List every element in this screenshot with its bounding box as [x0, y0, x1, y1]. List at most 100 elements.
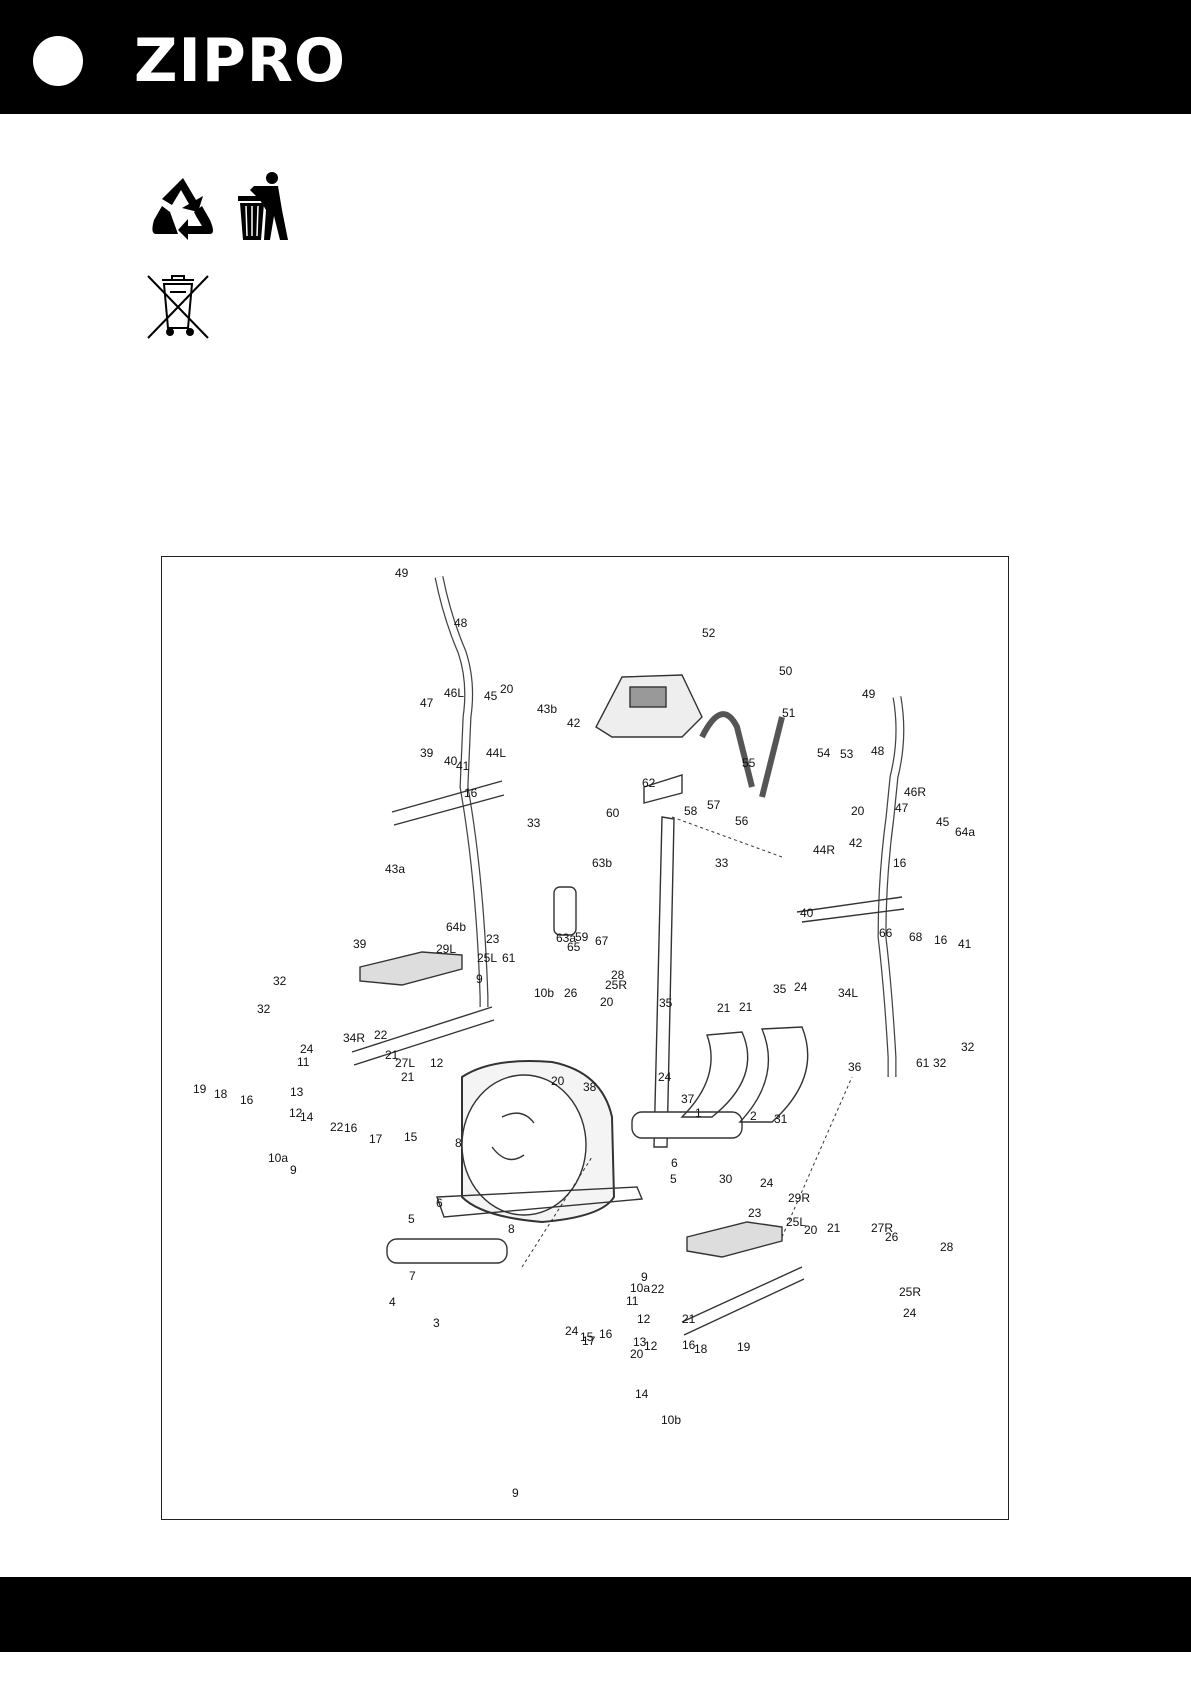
part-callout-4: 4: [389, 1295, 396, 1309]
part-callout-25R: 25R: [605, 978, 627, 992]
part-callout-68: 68: [909, 930, 923, 944]
part-callout-67: 67: [595, 934, 609, 948]
part-callout-30: 30: [719, 1172, 733, 1186]
part-callout-64a: 64a: [955, 825, 975, 839]
header-bar: ZIPRO: [0, 0, 1191, 114]
part-callout-25L: 25L: [477, 951, 497, 965]
part-callout-34L: 34L: [838, 986, 858, 1000]
part-callout-49: 49: [862, 687, 876, 701]
part-callout-47: 47: [895, 801, 909, 815]
part-callout-65: 65: [567, 940, 581, 954]
part-callout-27R: 27R: [871, 1221, 893, 1235]
part-callout-8: 8: [508, 1222, 515, 1236]
part-callout-12: 12: [289, 1106, 303, 1120]
part-callout-40: 40: [444, 754, 458, 768]
part-callout-32: 32: [933, 1056, 947, 1070]
part-callout-16: 16: [682, 1338, 696, 1352]
part-callout-49: 49: [395, 566, 409, 580]
part-callout-21: 21: [401, 1070, 415, 1084]
part-callout-10a: 10a: [268, 1151, 288, 1165]
part-callout-20: 20: [500, 682, 514, 696]
brand-logo-text: ZIPRO: [134, 26, 347, 96]
part-callout-61: 61: [502, 951, 516, 965]
part-callout-34R: 34R: [343, 1031, 365, 1045]
part-callout-28: 28: [611, 968, 625, 982]
trash-bin-person-icon: [236, 170, 290, 240]
part-callout-38: 38: [583, 1080, 597, 1094]
part-callout-9: 9: [476, 972, 483, 986]
part-callout-12: 12: [637, 1312, 651, 1326]
footer-bar: [0, 1577, 1191, 1652]
part-callout-15: 15: [404, 1130, 418, 1144]
part-callout-19: 19: [737, 1340, 751, 1354]
part-callout-45: 45: [936, 815, 950, 829]
part-callout-12: 12: [430, 1056, 444, 1070]
part-callout-53: 53: [840, 747, 854, 761]
part-callout-21: 21: [827, 1221, 841, 1235]
part-callout-56: 56: [735, 814, 749, 828]
part-callout-16: 16: [464, 786, 478, 800]
part-callout-36: 36: [848, 1060, 862, 1074]
part-callout-10a: 10a: [630, 1281, 650, 1295]
part-callout-43a: 43a: [385, 862, 405, 876]
part-callout-11: 11: [626, 1294, 639, 1308]
part-callout-23: 23: [748, 1206, 762, 1220]
part-callout-24: 24: [794, 980, 808, 994]
part-callout-20: 20: [804, 1223, 818, 1237]
part-callout-16: 16: [344, 1121, 358, 1135]
part-callout-20: 20: [851, 804, 865, 818]
part-callout-61: 61: [916, 1056, 930, 1070]
part-callout-26: 26: [564, 986, 578, 1000]
part-callout-42: 42: [567, 716, 581, 730]
part-callout-59: 59: [575, 930, 589, 944]
crossed-wheelie-bin-icon: [146, 274, 210, 340]
part-callout-40: 40: [800, 906, 814, 920]
part-callout-3: 3: [433, 1316, 440, 1330]
part-callout-21: 21: [682, 1312, 696, 1326]
part-callout-18: 18: [694, 1342, 708, 1356]
part-callout-66: 66: [879, 926, 893, 940]
part-callout-24: 24: [903, 1306, 917, 1320]
part-callout-42: 42: [849, 836, 863, 850]
part-callout-24: 24: [658, 1070, 672, 1084]
part-callout-33: 33: [715, 856, 729, 870]
part-callout-46L: 46L: [444, 686, 464, 700]
part-callout-11: 11: [297, 1055, 310, 1069]
part-callout-35: 35: [773, 982, 787, 996]
part-callout-24: 24: [760, 1176, 774, 1190]
part-callout-25L: 25L: [786, 1215, 806, 1229]
part-callout-9: 9: [290, 1163, 297, 1177]
part-callout-18: 18: [214, 1087, 228, 1101]
part-callout-16: 16: [934, 933, 948, 947]
part-callout-1: 1: [695, 1106, 702, 1120]
header-circle-logo-icon: [33, 36, 83, 86]
part-callout-13: 13: [633, 1335, 647, 1349]
part-callout-8: 8: [455, 1136, 462, 1150]
part-callout-21: 21: [385, 1048, 399, 1062]
part-callout-20: 20: [630, 1347, 644, 1361]
part-callout-23: 23: [486, 932, 500, 946]
part-callout-57: 57: [707, 798, 721, 812]
part-callout-21: 21: [717, 1001, 731, 1015]
part-callout-64b: 64b: [446, 920, 466, 934]
part-callout-54: 54: [817, 746, 831, 760]
part-callout-25R: 25R: [899, 1285, 921, 1299]
part-callout-48: 48: [871, 744, 885, 758]
part-callout-27L: 27L: [395, 1056, 415, 1070]
part-callout-32: 32: [257, 1002, 271, 1016]
part-callout-62: 62: [642, 776, 656, 790]
part-callout-48: 48: [454, 616, 468, 630]
part-callout-21: 21: [739, 1000, 753, 1014]
part-callout-51: 51: [782, 706, 796, 720]
part-callout-31: 31: [774, 1112, 788, 1126]
part-callout-52: 52: [702, 626, 716, 640]
part-callout-32: 32: [961, 1040, 975, 1054]
part-callout-37: 37: [681, 1092, 695, 1106]
part-callout-26: 26: [885, 1230, 899, 1244]
part-callout-45: 45: [484, 689, 498, 703]
part-callout-10b: 10b: [534, 986, 554, 1000]
part-callout-28: 28: [940, 1240, 954, 1254]
part-callout-6: 6: [436, 1196, 443, 1210]
part-callout-10b: 10b: [661, 1413, 681, 1427]
